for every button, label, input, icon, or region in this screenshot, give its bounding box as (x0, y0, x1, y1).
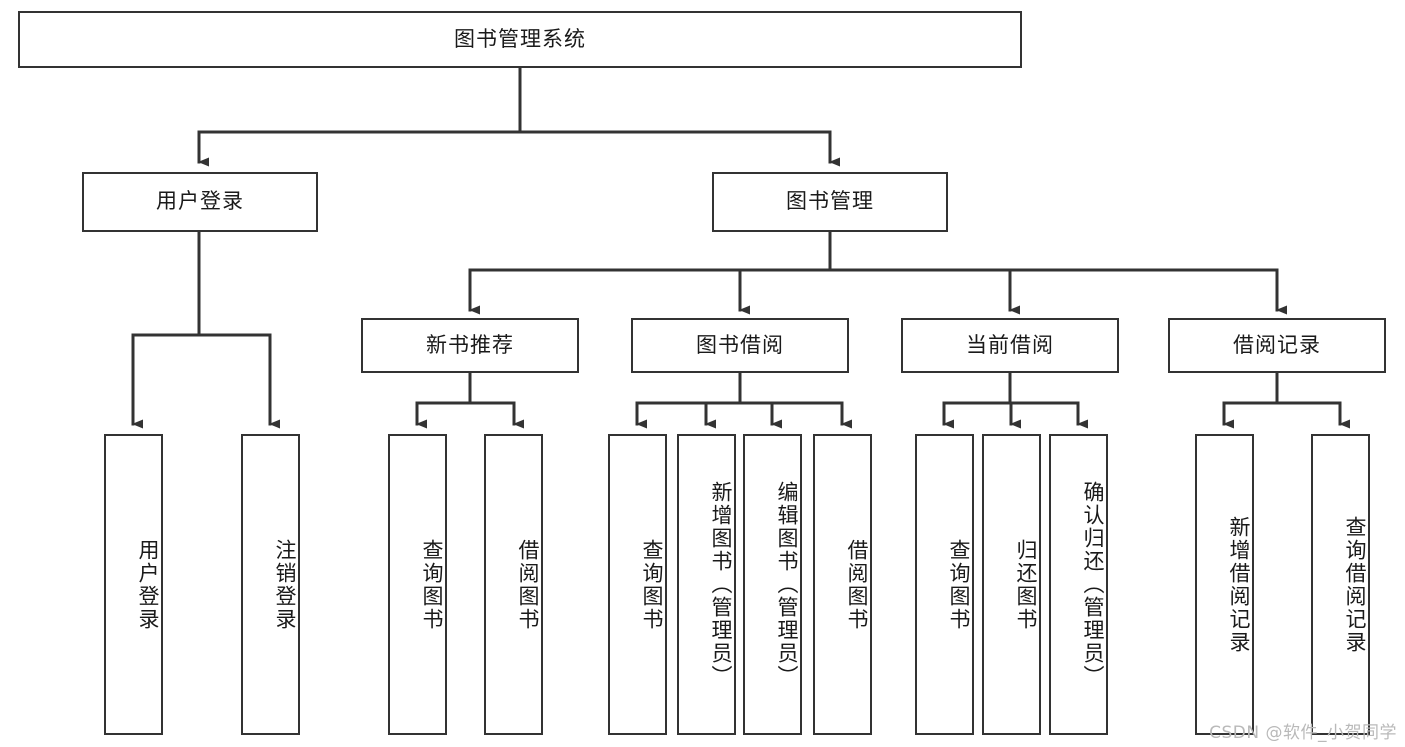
node-leaf-borrow-book-1-label: 借阅图书 (516, 538, 540, 631)
csdn-watermark: CSDN @软件_小贺同学 (1209, 723, 1397, 743)
node-current-borrow-label: 当前借阅 (966, 332, 1054, 357)
node-leaf-confirm-return[interactable]: 确认归还（管理员） (1049, 434, 1108, 735)
node-leaf-add-record[interactable]: 新增借阅记录 (1195, 434, 1254, 735)
node-borrow-record-label: 借阅记录 (1233, 332, 1321, 357)
node-leaf-query-book-1-label: 查询图书 (420, 538, 444, 631)
node-leaf-return-book[interactable]: 归还图书 (982, 434, 1041, 735)
node-root-label: 图书管理系统 (454, 26, 586, 51)
node-leaf-logout-label: 注销登录 (273, 538, 297, 631)
node-leaf-borrow-book-1[interactable]: 借阅图书 (484, 434, 543, 735)
node-book-manage-label: 图书管理 (786, 189, 874, 214)
node-leaf-logout[interactable]: 注销登录 (241, 434, 300, 735)
node-leaf-user-login[interactable]: 用户登录 (104, 434, 163, 735)
node-book-manage[interactable]: 图书管理 (712, 172, 948, 232)
node-book-borrow[interactable]: 图书借阅 (631, 318, 849, 373)
node-leaf-add-book[interactable]: 新增图书（管理员） (677, 434, 736, 735)
node-leaf-query-record-label: 查询借阅记录 (1343, 515, 1367, 654)
node-leaf-query-book-1[interactable]: 查询图书 (388, 434, 447, 735)
node-current-borrow[interactable]: 当前借阅 (901, 318, 1119, 373)
node-leaf-query-book-2-label: 查询图书 (640, 538, 664, 631)
node-borrow-record[interactable]: 借阅记录 (1168, 318, 1386, 373)
node-leaf-edit-book-label: 编辑图书（管理员） (775, 481, 799, 688)
node-book-borrow-label: 图书借阅 (696, 332, 784, 357)
node-leaf-query-book-3-label: 查询图书 (947, 538, 971, 631)
node-leaf-user-login-label: 用户登录 (136, 538, 160, 631)
node-user-login-label: 用户登录 (156, 189, 244, 214)
node-new-book-rec[interactable]: 新书推荐 (361, 318, 579, 373)
node-leaf-confirm-return-label: 确认归还（管理员） (1081, 481, 1105, 688)
node-leaf-query-book-2[interactable]: 查询图书 (608, 434, 667, 735)
node-leaf-add-book-label: 新增图书（管理员） (709, 481, 733, 688)
node-user-login[interactable]: 用户登录 (82, 172, 318, 232)
node-leaf-query-book-3[interactable]: 查询图书 (915, 434, 974, 735)
node-leaf-borrow-book-2-label: 借阅图书 (845, 538, 869, 631)
node-leaf-query-record[interactable]: 查询借阅记录 (1311, 434, 1370, 735)
node-leaf-add-record-label: 新增借阅记录 (1227, 515, 1251, 654)
node-leaf-borrow-book-2[interactable]: 借阅图书 (813, 434, 872, 735)
node-leaf-edit-book[interactable]: 编辑图书（管理员） (743, 434, 802, 735)
node-new-book-rec-label: 新书推荐 (426, 332, 514, 357)
node-root[interactable]: 图书管理系统 (18, 11, 1022, 68)
node-leaf-return-book-label: 归还图书 (1014, 538, 1038, 631)
